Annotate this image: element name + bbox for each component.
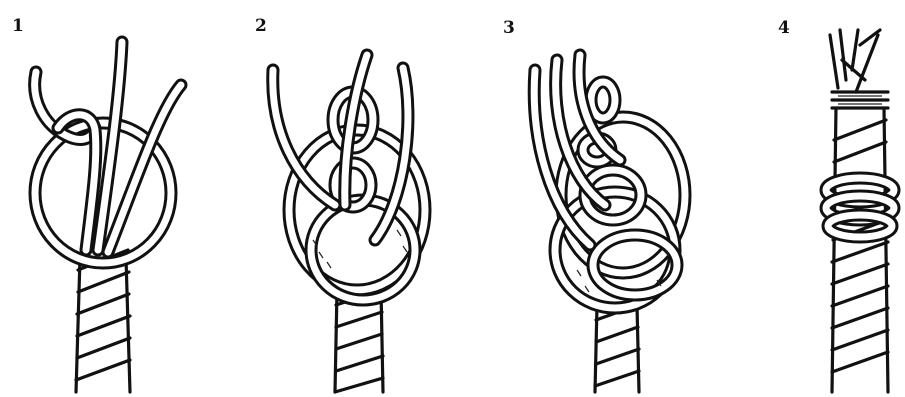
step-3: 3 — [495, 0, 705, 397]
hatching — [313, 230, 407, 268]
whipping — [832, 92, 888, 108]
step-1-illustration — [0, 0, 210, 397]
rope-body — [76, 250, 130, 392]
tucked-strands — [826, 178, 894, 237]
rope-body — [595, 305, 639, 392]
crown-turns — [555, 82, 685, 308]
rope-body — [832, 108, 888, 392]
step-4: 4 — [760, 0, 905, 397]
step-4-illustration — [760, 0, 905, 397]
strand-ends — [830, 30, 880, 92]
step-3-illustration — [495, 0, 705, 397]
step-1: 1 — [0, 0, 210, 397]
step-2-illustration — [245, 0, 455, 397]
step-2: 2 — [245, 0, 455, 397]
